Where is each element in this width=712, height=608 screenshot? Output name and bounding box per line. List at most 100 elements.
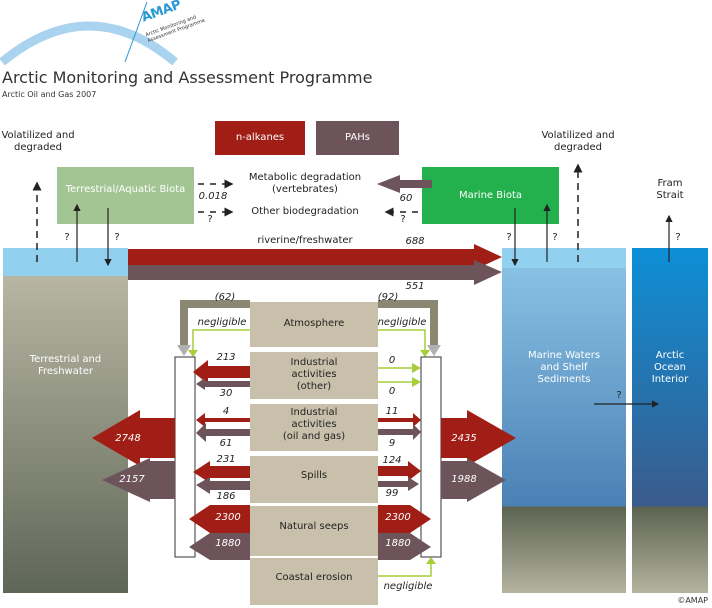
arctic-ocean-box	[632, 248, 708, 593]
marine-receptor-bar	[420, 356, 442, 558]
total-left-pahs	[102, 458, 175, 502]
ind-oil-right-n-value: 11	[385, 406, 399, 417]
atmos-right-total: (92)	[377, 292, 399, 303]
terrestrial-receptor-bar	[174, 356, 196, 558]
riverine-nalkanes-arrow	[128, 244, 502, 270]
ind-oil-right-p-value: 9	[388, 438, 396, 449]
atmos-right-green	[378, 329, 426, 352]
other-biodegradation-label: Other biodegradation	[251, 206, 359, 217]
legend-nalkanes-swatch	[215, 121, 305, 155]
logo-arc	[0, 21, 178, 66]
marine-biota-pahs-value: 60	[399, 193, 413, 204]
ind-oil-left-p	[196, 423, 250, 442]
total-right-nalkanes-value: 2435	[451, 433, 477, 444]
spills-right-p	[378, 477, 419, 491]
atmos-right-value: negligible	[377, 317, 427, 328]
riverine-pahs-arrow	[128, 260, 502, 285]
q-terr-down: ?	[114, 232, 120, 243]
seeps-right-p	[378, 533, 431, 560]
source-industrial-oilgas-label: Industrial activities (oil and gas)	[282, 407, 346, 442]
spills-right-n-value: 124	[382, 455, 402, 466]
total-right-pahs	[441, 458, 506, 502]
spills-left-n-value: 231	[216, 454, 236, 465]
terrestrial-surface	[3, 248, 128, 276]
seeps-left-p	[189, 533, 250, 560]
seeps-left-p-value: 1880	[215, 538, 241, 549]
source-atmosphere-label: Atmosphere	[283, 318, 345, 329]
marine-biota-box	[422, 167, 559, 224]
q-marine-down: ?	[506, 232, 512, 243]
atmos-left-value: negligible	[197, 317, 247, 328]
atmos-left-pipe	[180, 300, 250, 345]
marine-waters-box	[502, 248, 626, 593]
ind-other-right-n-value: 0	[388, 355, 396, 366]
terrestrial-freshwater-label: Terrestrial and Freshwater	[29, 354, 102, 377]
total-right-pahs-value: 1988	[451, 474, 477, 485]
ind-oil-left-n	[196, 413, 250, 427]
source-industrial-other-label: Industrial activities (other)	[290, 357, 338, 392]
terrestrial-biota-label: Terrestrial/Aquatic Biota	[65, 184, 186, 195]
seeps-left-n	[189, 505, 250, 533]
source-industrial-other	[250, 352, 378, 399]
spills-left-n	[193, 461, 250, 483]
volatilized-right-label: Volatilized and degraded	[541, 130, 615, 153]
q-fram: ?	[675, 232, 681, 243]
ind-other-right-p-value: 0	[388, 386, 396, 397]
marine-biota-other-value: ?	[400, 214, 406, 225]
marine-biota-label: Marine Biota	[458, 190, 523, 201]
source-natural-seeps	[250, 506, 378, 556]
spills-right-p-value: 99	[385, 488, 399, 499]
copyright: ©AMAP	[677, 596, 708, 605]
legend-nalkanes: n-alkanes	[235, 132, 285, 143]
atmos-left-green	[192, 329, 250, 352]
source-spills	[250, 456, 378, 503]
metabolic-degradation-label: Metabolic degradation (vertebrates)	[248, 172, 362, 195]
total-left-pahs-value: 2157	[119, 474, 145, 485]
spills-right-n	[378, 461, 421, 481]
biota-other-value: ?	[207, 214, 213, 225]
total-left-nalkanes	[92, 410, 175, 466]
ind-oil-right-n	[378, 413, 421, 427]
volatilized-left-label: Volatilized and degraded	[1, 130, 75, 153]
seeps-right-n-value: 2300	[385, 512, 411, 523]
fram-strait-label: Fram Strait	[656, 178, 684, 201]
q-terr-up: ?	[64, 232, 70, 243]
biota-metabolic-value: 0.018	[198, 191, 228, 202]
spills-left-p-value: 186	[216, 491, 236, 502]
total-left-nalkanes-value: 2748	[115, 433, 141, 444]
source-coastal-erosion	[250, 558, 378, 605]
source-industrial-oilgas	[250, 404, 378, 451]
coastal-green-line	[378, 563, 432, 577]
source-atmosphere	[250, 302, 378, 347]
legend-pahs-swatch	[316, 121, 399, 155]
terrestrial-biota-box	[57, 167, 194, 224]
source-coastal-erosion-label: Coastal erosion	[275, 572, 353, 583]
legend-pahs: PAHs	[345, 132, 370, 143]
marine-surface	[502, 248, 626, 268]
spills-left-p	[196, 477, 250, 494]
source-natural-seeps-label: Natural seeps	[279, 521, 349, 532]
marine-metabolic-pahs-arrow	[377, 175, 432, 193]
total-right-nalkanes	[441, 410, 516, 466]
seeps-right-n	[378, 505, 431, 533]
source-spills-label: Spills	[300, 470, 328, 481]
marine-waters-label: Marine Waters and Shelf Sediments	[527, 350, 601, 385]
ind-oil-left-n-value: 4	[222, 406, 230, 417]
ind-other-left-p-value: 30	[219, 388, 233, 399]
ind-oil-left-p-value: 61	[219, 438, 233, 449]
terrestrial-freshwater-box	[3, 248, 128, 593]
atmos-right-pipe	[378, 300, 438, 345]
q-ocean: ?	[616, 390, 622, 401]
arctic-ocean-label: Arctic Ocean Interior	[651, 350, 689, 385]
logo-line	[124, 1, 148, 63]
ind-other-left-n	[193, 360, 250, 384]
q-marine-up: ?	[552, 232, 558, 243]
coastal-right-value: negligible	[383, 581, 433, 592]
ind-other-left-p	[196, 378, 250, 390]
riverine-nalkanes-value: 688	[405, 236, 425, 247]
riverine-label: riverine/freshwater	[257, 235, 353, 246]
ind-other-left-n-value: 213	[216, 352, 236, 363]
riverine-pahs-value: 551	[405, 281, 425, 292]
atmos-left-total: (62)	[214, 292, 236, 303]
